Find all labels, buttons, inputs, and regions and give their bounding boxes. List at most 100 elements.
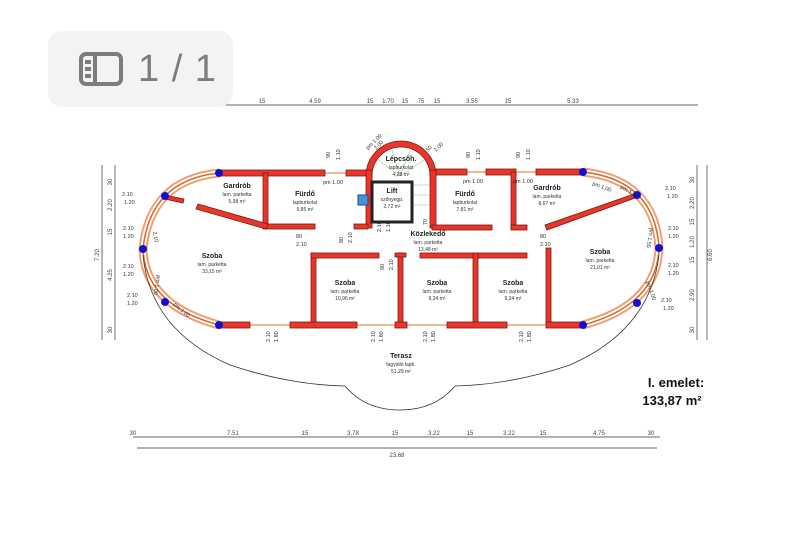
dimension-label: 3.22 <box>503 431 515 437</box>
dimension-label: 2.20 <box>108 199 114 211</box>
room-area: 10,96 m² <box>335 296 355 302</box>
room-area: 9,85 m² <box>297 207 314 213</box>
opening-dimension-label: 80 <box>339 237 345 243</box>
opening-dimension-label: 1.20 <box>123 234 134 240</box>
opening-dimension-label: 1.10 <box>386 221 392 232</box>
room-finish: lam. parketta <box>198 262 227 268</box>
room-name: Lépcsőh. <box>386 156 417 163</box>
opening-dimension-label: pm 1.00 <box>323 180 343 186</box>
left-total-dimension: 7.20 <box>95 249 101 261</box>
opening-dimension-label: 1.10 <box>336 149 342 160</box>
room-name: Terasz <box>390 353 412 360</box>
dimension-label: 1.20 <box>690 236 696 248</box>
opening-dimension-label: 80 <box>380 264 386 270</box>
room-name: Közlekedő <box>410 231 445 238</box>
room-finish: lam. parketta <box>499 289 528 295</box>
room-finish: lapburkolat <box>389 165 414 171</box>
opening-dimension-label: 1.20 <box>667 194 678 200</box>
columns <box>139 168 663 329</box>
room-name: Lift <box>387 188 399 195</box>
opening-dimension-label: pm 1.00 <box>463 179 483 185</box>
room-finish: lam. parketta <box>331 289 360 295</box>
opening-dimension-label: 1.20 <box>668 234 679 240</box>
dimension-label: 15 <box>259 99 266 105</box>
opening-dimension-label: 2.10 <box>389 259 395 270</box>
bottom-total-dimension: 23.68 <box>389 453 405 459</box>
opening-dimension-label: 2.00 <box>433 142 445 154</box>
dimension-lines <box>101 104 708 449</box>
opening-dimension-label: 2.10 <box>540 242 551 248</box>
room-name: Szoba <box>202 253 223 260</box>
lift-shaft <box>370 180 414 224</box>
opening-dimension-label: 1.80 <box>527 331 533 342</box>
dimension-label: 3.55 <box>466 99 478 105</box>
room-area: 5,98 m² <box>229 199 246 205</box>
room-area: 4,28 m² <box>393 172 410 178</box>
dimension-label: 15 <box>690 256 696 263</box>
room-finish: lapburkolat <box>453 200 478 206</box>
opening-dimension-label: 80 <box>540 234 546 240</box>
dimension-label: 30 <box>130 431 137 437</box>
sidebar-pages-icon <box>79 52 123 86</box>
dimension-label: 15 <box>367 99 374 105</box>
dimension-label: 7.51 <box>227 431 239 437</box>
room-name: Fürdő <box>295 191 315 198</box>
opening-dimension-label: 2.10 <box>348 232 354 243</box>
dimension-label: 2.90 <box>690 289 696 301</box>
room-finish: lam. parketta <box>586 258 615 264</box>
room-name: Gardrób <box>223 183 251 190</box>
opening-dimension-label: 2.10 <box>371 331 377 342</box>
opening-dimension-label: 2.10 <box>151 231 159 243</box>
opening-dimension-label: 2.10 <box>127 293 138 299</box>
opening-dimension-label: 1.20 <box>663 306 674 312</box>
dimension-label: 15 <box>302 431 309 437</box>
opening-dimension-label: 1.20 <box>123 272 134 278</box>
stairs <box>377 149 430 206</box>
room-area: 2,72 m² <box>384 204 401 210</box>
page-indicator[interactable]: 1 / 1 <box>48 31 233 107</box>
opening-dimension-label: 2.10 <box>665 186 676 192</box>
opening-dimension-label: 90 <box>516 152 522 158</box>
opening-dimension-label: 90 <box>466 152 472 158</box>
room-finish: fagyálló lapb. <box>386 362 415 368</box>
opening-dimension-label: 1.80 <box>431 331 437 342</box>
room-name: Fürdő <box>455 191 475 198</box>
dimension-label: 30 <box>108 326 114 333</box>
opening-dimension-label: 2.00 <box>373 140 385 152</box>
dimension-label: 15 <box>690 218 696 225</box>
dimension-label: 2.20 <box>690 197 696 209</box>
opening-dimension-label: pm 1.00 <box>513 179 533 185</box>
room-name: Gardrób <box>533 185 561 192</box>
dimension-label: 4.75 <box>593 431 605 437</box>
dimension-label: 15 <box>402 99 409 105</box>
dimension-label: 30 <box>690 176 696 183</box>
opening-dimension-label: pm 1.55 <box>645 228 654 249</box>
room-area: 33,15 m² <box>202 269 222 275</box>
dimension-label: 30 <box>108 178 114 185</box>
floor-area: 133,87 m² <box>642 393 702 408</box>
opening-dimension-label: 2.10 <box>266 331 272 342</box>
room-area: 13,48 m² <box>418 247 438 253</box>
room-name: Szoba <box>335 280 356 287</box>
room-finish: lam. parketta <box>414 240 443 246</box>
dimension-label: 1.70 <box>382 99 394 105</box>
dimension-label: 15 <box>467 431 474 437</box>
dimension-label: 15 <box>505 99 512 105</box>
walls <box>164 140 639 329</box>
opening-dimension-label: 1.20 <box>668 271 679 277</box>
page-number-label: 1 / 1 <box>138 47 217 90</box>
room-finish: lam. parketta <box>423 289 452 295</box>
opening-dimension-label: 2.10 <box>519 331 525 342</box>
room-finish: lam. parketta <box>223 192 252 198</box>
opening-dimension-label: 1.10 <box>526 149 532 160</box>
window-lines <box>250 171 547 326</box>
opening-dimension-label: 1.80 <box>274 331 280 342</box>
opening-dimension-label: 1.10 <box>476 149 482 160</box>
room-finish: szőnyegp. <box>381 197 404 203</box>
dimension-label: 30 <box>690 326 696 333</box>
opening-dimension-label: 90 <box>326 152 332 158</box>
